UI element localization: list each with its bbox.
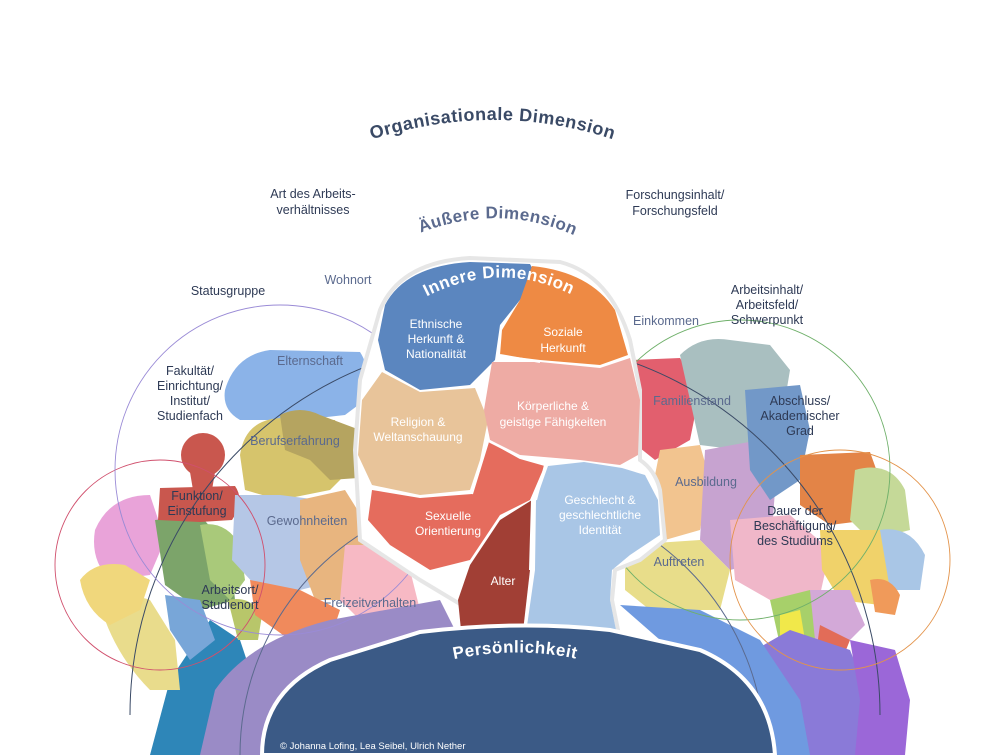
label-religion-line2: Weltanschauung [373, 430, 462, 444]
label-arbeitsinhalt-line2: Arbeitsfeld/ [736, 298, 799, 312]
right-orange-small [870, 579, 900, 615]
left-head-lime [228, 599, 262, 640]
label-koerper-line2: geistige Fähigkeiten [500, 415, 607, 429]
label-ethnisch-line2: Herkunft & [408, 332, 465, 346]
personality-body [259, 623, 778, 755]
label-arbeitsort-line1: Arbeitsort/ [202, 583, 259, 597]
label-statusgruppe: Statusgruppe [191, 284, 265, 298]
inner-labels: Ethnische Herkunft & Nationalität Sozial… [373, 317, 641, 588]
label-gewohnheiten: Gewohnheiten [267, 514, 348, 528]
right-lightgreen-shape [850, 467, 910, 540]
label-auftreten: Auftreten [654, 555, 705, 569]
left-funktion-bun [181, 433, 225, 477]
label-abschluss-line3: Grad [786, 424, 814, 438]
label-koerper-line1: Körperliche & [517, 399, 589, 413]
label-dauer-line1: Dauer der [767, 504, 823, 518]
auftreten-shape [625, 540, 730, 610]
outer-dimension-title: Äußere Dimension [416, 203, 581, 239]
label-abschluss-line1: Abschluss/ [770, 394, 831, 408]
left-red-ring [54, 459, 266, 671]
inner-head [352, 255, 668, 642]
label-alter: Alter [491, 574, 516, 588]
label-elternschaft: Elternschaft [277, 354, 344, 368]
label-sozial-line1: Soziale [543, 325, 583, 339]
label-dauer-line2: Beschäftigung/ [754, 519, 837, 533]
label-abschluss-line2: Akademischer [760, 409, 839, 423]
left-head-yellow [80, 564, 150, 625]
organisational-dimension-title: Organisationale Dimension [367, 104, 618, 143]
left-body-yellow [105, 597, 180, 690]
label-berufserfahrung: Berufserfahrung [250, 434, 340, 448]
right-orange-ring [729, 449, 951, 671]
label-fakultaet-line4: Studienfach [157, 409, 223, 423]
label-ethnisch-line3: Nationalität [406, 347, 467, 361]
outer-labels: Wohnort Einkommen Elternschaft Familiens… [250, 273, 737, 610]
label-forschung-line2: Forschungsfeld [632, 204, 718, 218]
label-religion-line1: Religion & [391, 415, 446, 429]
label-art-line2: verhältnisses [277, 203, 350, 217]
koerper-segment [484, 358, 640, 465]
label-fakultaet-line1: Fakultät/ [166, 364, 214, 378]
sozial-segment [500, 266, 628, 365]
label-geschlecht-line3: Identität [579, 523, 622, 537]
left-blue-small [165, 595, 215, 660]
label-geschlecht-line1: Geschlecht & [564, 493, 635, 507]
label-arbeitsort-line2: Studienort [202, 598, 260, 612]
religion-segment [358, 372, 488, 495]
right-pink-shape [730, 515, 830, 600]
alter-segment [458, 500, 532, 640]
label-ausbildung: Ausbildung [675, 475, 737, 489]
label-arbeitsinhalt-line1: Arbeitsinhalt/ [731, 283, 804, 297]
label-sexuell-line1: Sexuelle [425, 509, 471, 523]
label-fakultaet-line3: Institut/ [170, 394, 211, 408]
berufserfahrung-olive [280, 410, 360, 480]
label-ethnisch-line1: Ethnische [410, 317, 463, 331]
label-freizeitverhalten: Freizeitverhalten [324, 596, 416, 610]
label-fakultaet-line2: Einrichtung/ [157, 379, 224, 393]
right-blue-head [880, 529, 925, 590]
label-sozial-line2: Herkunft [540, 341, 586, 355]
ethnisch-segment [378, 262, 534, 390]
ausbildung-shape [650, 445, 710, 540]
label-familienstand: Familienstand [653, 394, 731, 408]
left-funktion-head [158, 486, 240, 522]
geschlecht-segment [525, 462, 660, 640]
label-einkommen: Einkommen [633, 314, 699, 328]
label-wohnort: Wohnort [324, 273, 372, 287]
label-forschung-line1: Forschungsinhalt/ [626, 188, 725, 202]
label-sexuell-line2: Orientierung [415, 524, 481, 538]
familienstand-shape [630, 358, 700, 460]
label-funktion-line1: Funktion/ [171, 489, 223, 503]
segment-dividers [471, 354, 546, 571]
label-dauer-line3: des Studiums [757, 534, 833, 548]
label-funktion-line2: Einstufung [167, 504, 226, 518]
blue-right-shape [745, 385, 810, 500]
elternschaft-shape [224, 350, 368, 420]
copyright-text: © Johanna Lofing, Lea Seibel, Ulrich Net… [280, 741, 466, 752]
label-art-line1: Art des Arbeits- [270, 187, 355, 201]
label-geschlecht-line2: geschlechtliche [559, 508, 641, 522]
organisational-labels: Art des Arbeits- verhältnisses Forschung… [157, 187, 840, 612]
sexuell-segment [368, 442, 545, 570]
label-arbeitsinhalt-line3: Schwerpunkt [731, 313, 804, 327]
